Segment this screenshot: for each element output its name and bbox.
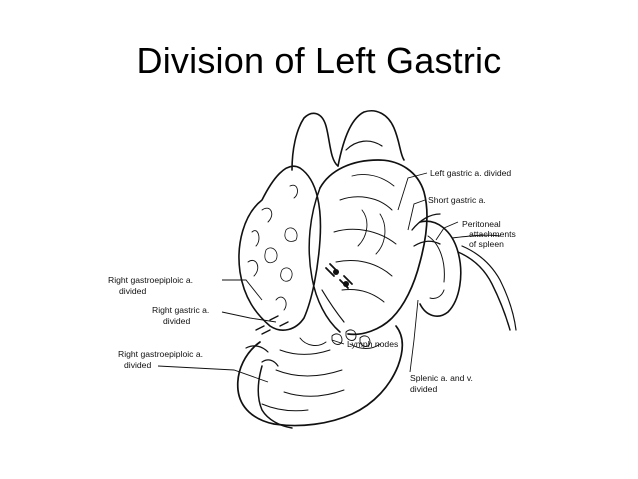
label-right-gastric-2: divided [163, 316, 190, 326]
leader-lines [157, 172, 459, 383]
leader-peritoneal [435, 221, 459, 241]
annotation-labels: Left gastric a. divided Short gastric a.… [108, 168, 516, 394]
label-left-gastric: Left gastric a. divided [430, 168, 511, 178]
slide-title: Division of Left Gastric [136, 40, 502, 81]
label-right-gastroepiploic-bottom-1: Right gastroepiploic a. [118, 349, 203, 359]
label-peritoneal-1: Peritoneal [462, 219, 501, 229]
label-right-gastroepiploic-bottom-2: divided [124, 360, 151, 370]
leader-short-gastric [407, 199, 426, 231]
label-right-gastroepiploic-top-2: divided [119, 286, 146, 296]
label-right-gastric-1: Right gastric a. [152, 305, 209, 315]
leader-right-gastroepiploic-bottom [157, 365, 269, 383]
label-short-gastric: Short gastric a. [428, 195, 486, 205]
label-right-gastroepiploic-top-1: Right gastroepiploic a. [108, 275, 193, 285]
label-peritoneal-3: of spleen [469, 239, 504, 249]
label-peritoneal-2: attachments [469, 229, 516, 239]
leader-right-gastroepiploic-top [222, 279, 263, 301]
label-splenic-1: Splenic a. and v. [410, 373, 473, 383]
anatomy-line-art [236, 110, 517, 429]
label-splenic-2: divided [410, 384, 437, 394]
leader-lymph-nodes [331, 339, 345, 345]
leader-left-gastric [397, 172, 428, 211]
leader-right-gastric [221, 311, 277, 323]
label-lymph-nodes: Lymph nodes [347, 339, 398, 349]
leader-splenic [409, 299, 419, 373]
